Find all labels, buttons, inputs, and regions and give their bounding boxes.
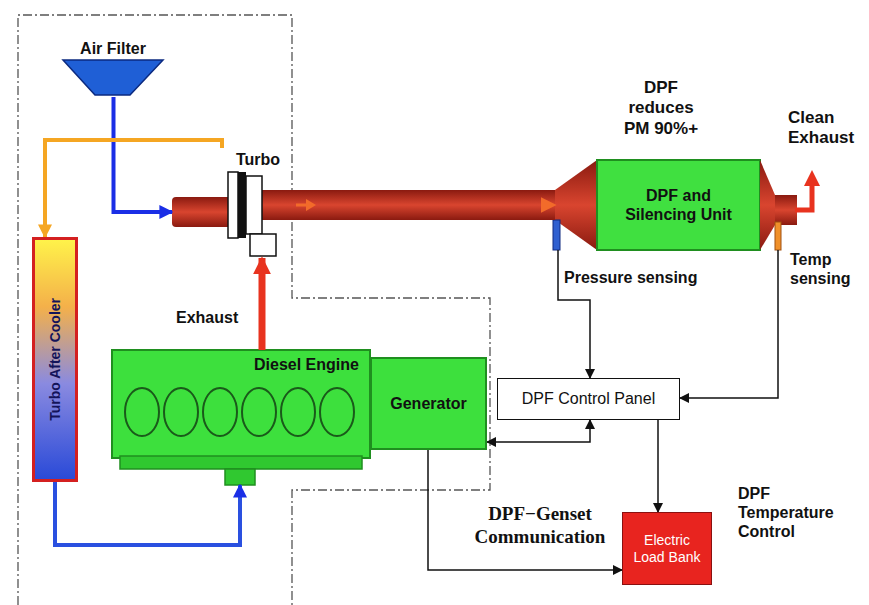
cylinders xyxy=(125,388,354,436)
flow-arrow xyxy=(296,204,306,207)
node-text: DPF Control Panel xyxy=(522,389,655,408)
node-text: Generator xyxy=(390,394,466,413)
engine-rim xyxy=(120,456,362,469)
engine-foot xyxy=(225,469,255,485)
intake-pipe xyxy=(172,197,232,227)
node-text: Turbo xyxy=(236,150,280,169)
node-text: Diesel Engine xyxy=(254,355,359,374)
turbo: Turbo xyxy=(172,148,292,258)
annotation-label: Temp sensing xyxy=(790,250,862,288)
clean-exhaust-arrow xyxy=(795,184,812,210)
temp-sensor xyxy=(775,222,781,250)
connector xyxy=(114,97,173,212)
dpf-outlet-cone xyxy=(760,160,775,250)
pressure-sensor xyxy=(553,220,560,250)
connector xyxy=(259,258,266,350)
connector xyxy=(487,420,590,442)
boundary-line xyxy=(18,15,490,605)
after-cooler: Turbo After Cooler xyxy=(32,237,78,482)
annotation-label: DPF−Genset Communication xyxy=(452,503,628,549)
dpf-body xyxy=(597,160,760,250)
annotation-label: DPF reduces PM 90%+ xyxy=(618,78,704,139)
annotation-label: Clean Exhaust xyxy=(788,108,858,149)
node-text: Turbo After Cooler xyxy=(47,298,64,421)
control-panel: DPF Control Panel xyxy=(497,378,680,420)
connector xyxy=(55,482,240,545)
diesel-engine: Diesel Engine xyxy=(112,350,370,485)
annotation-label: Exhaust xyxy=(176,308,238,327)
node-text: DPF and Silencing Unit xyxy=(615,186,743,224)
connector xyxy=(45,140,222,237)
turbo-ring xyxy=(246,176,262,234)
annotation-label: DPF Temperature Control xyxy=(738,484,856,542)
flow-arrow xyxy=(306,199,316,211)
connector xyxy=(657,420,659,512)
turbo-ring xyxy=(228,172,238,238)
annotation-label: Pressure sensing xyxy=(564,268,697,287)
connector xyxy=(292,190,555,220)
air-filter-shape xyxy=(63,60,163,95)
generator: Generator xyxy=(370,357,487,450)
dpf-inlet-cone xyxy=(555,160,597,250)
outlet-pipe xyxy=(775,195,797,225)
load-bank: Electric Load Bank xyxy=(622,512,712,585)
node-text: Electric Load Bank xyxy=(627,532,707,566)
engine-body xyxy=(112,350,370,458)
turbo-outlet xyxy=(262,190,294,220)
node-text: Air Filter xyxy=(80,39,146,58)
air-filter: Air Filter xyxy=(60,37,166,97)
turbo-ring xyxy=(238,172,246,238)
turbo-scroll xyxy=(250,234,276,256)
clean-exhaust-arrow xyxy=(804,170,820,186)
dpf-unit: DPF and Silencing Unit xyxy=(555,160,800,250)
